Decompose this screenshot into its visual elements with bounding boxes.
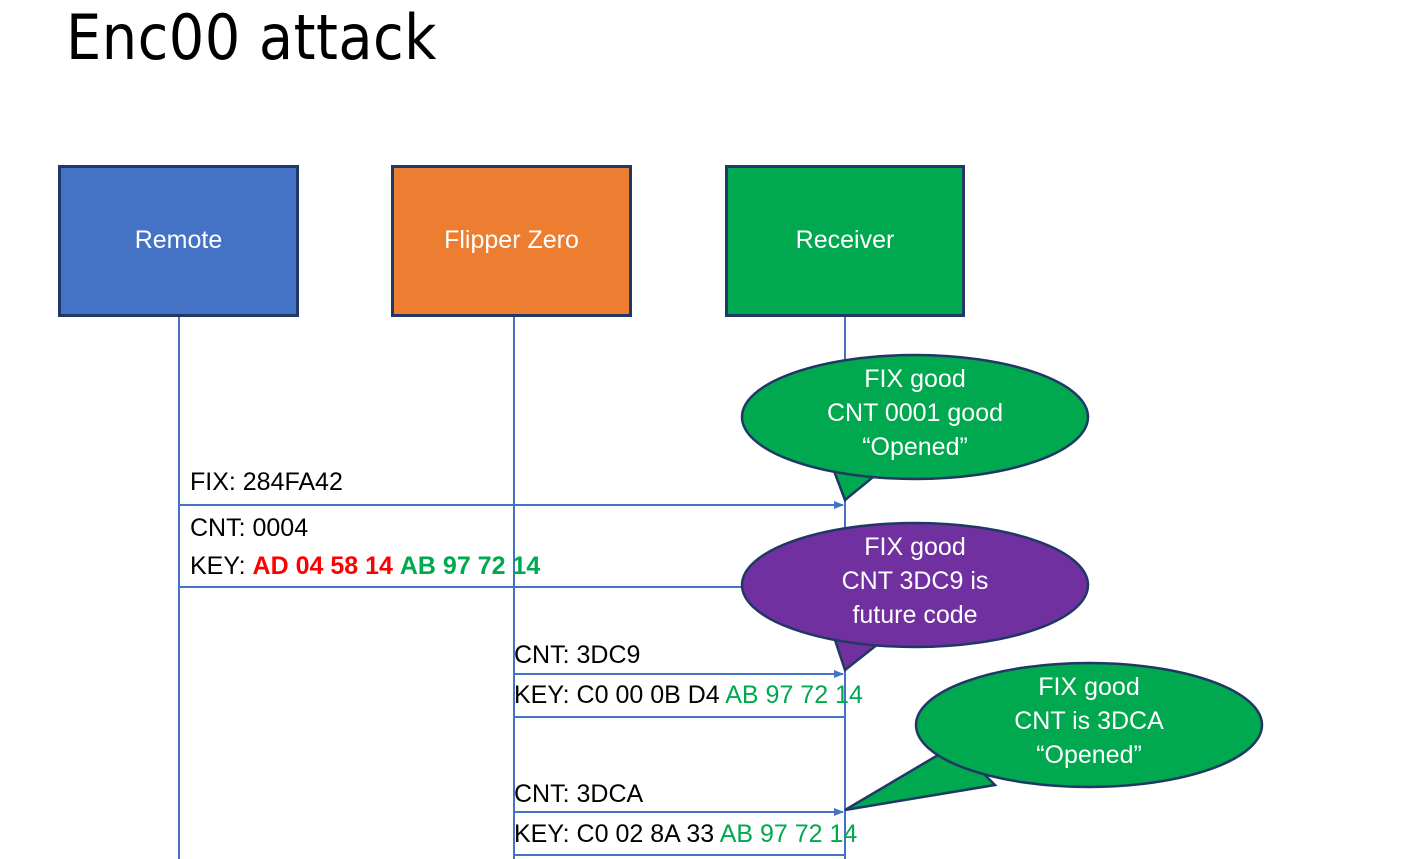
- page-title: Enc00 attack: [66, 1, 437, 74]
- message-label-cnt-3dc9: CNT: 3DC9: [514, 641, 641, 669]
- callout-1-line-2: CNT 0001 good: [826, 399, 1004, 427]
- key-hex-green-3: AB 97 72 14: [719, 820, 858, 848]
- callout-2-text: FIX good CNT 3DC9 is future code: [742, 530, 1088, 632]
- callout-1-line-1: FIX good: [864, 365, 966, 393]
- key-prefix-2: KEY: C0 00 0B D4: [514, 681, 726, 709]
- actor-box-flipper[interactable]: Flipper Zero: [391, 165, 632, 317]
- key-hex-green-1: AB 97 72 14: [399, 552, 541, 580]
- key-hex-green-2: AB 97 72 14: [725, 681, 863, 709]
- message-label-key-3: KEY: C0 02 8A 33 AB 97 72 14: [514, 822, 857, 847]
- message-label-cnt-3dca: CNT: 3DCA: [514, 780, 644, 808]
- callout-3-line-3: “Opened”: [1036, 741, 1142, 769]
- callout-1-shape: [740, 353, 1090, 503]
- callout-2-line-3: future code: [852, 601, 978, 629]
- actor-label-receiver: Receiver: [795, 226, 895, 255]
- callout-3-text: FIX good CNT is 3DCA “Opened”: [916, 670, 1262, 772]
- key-prefix-3: KEY: C0 02 8A 33: [514, 820, 720, 848]
- message-label-fix: FIX: 284FA42: [190, 468, 343, 496]
- callout-3-line-2: CNT is 3DCA: [1014, 707, 1164, 735]
- message-label-key-2: KEY: C0 00 0B D4 AB 97 72 14: [514, 683, 863, 708]
- callout-1-text: FIX good CNT 0001 good “Opened”: [742, 362, 1088, 464]
- actor-label-remote: Remote: [134, 226, 223, 255]
- callout-1-line-3: “Opened”: [862, 433, 968, 461]
- message-label-key-1: KEY: AD 04 58 14 AB 97 72 14: [190, 554, 540, 579]
- actor-box-receiver[interactable]: Receiver: [725, 165, 965, 317]
- callout-2-line-1: FIX good: [864, 533, 966, 561]
- callout-2-shape: [740, 521, 1090, 673]
- key-prefix-1: KEY:: [190, 552, 253, 580]
- actor-box-remote[interactable]: Remote: [58, 165, 299, 317]
- callout-2-line-2: CNT 3DC9 is: [841, 567, 989, 595]
- message-label-cnt-0004: CNT: 0004: [190, 514, 309, 542]
- callout-3-shape: [844, 661, 1264, 812]
- actor-label-flipper: Flipper Zero: [444, 226, 579, 255]
- key-hex-red-1: AD 04 58 14: [252, 552, 393, 580]
- callout-3-line-1: FIX good: [1038, 673, 1140, 701]
